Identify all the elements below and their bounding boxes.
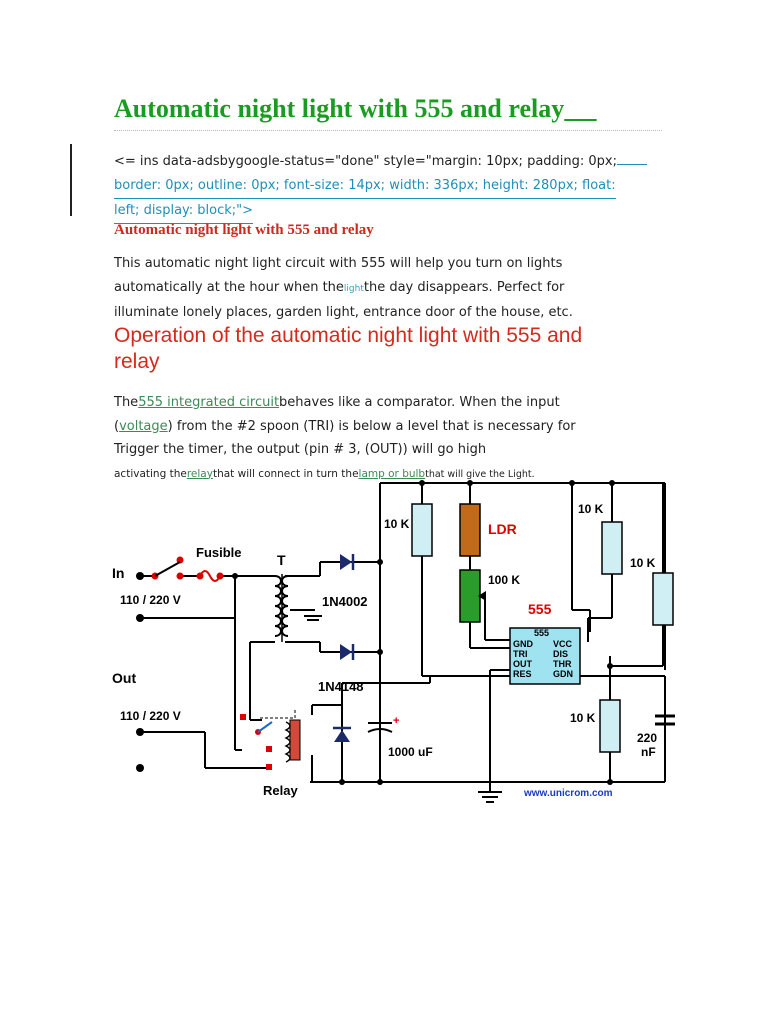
diode-flyback-label: 1N4148	[318, 679, 364, 694]
text-cursor-bar	[70, 144, 72, 216]
pin-gdn: GDN	[553, 669, 573, 679]
fusible-label: Fusible	[196, 545, 242, 560]
r4-label: 10 K	[570, 711, 596, 725]
r2-label: 10 K	[578, 502, 604, 516]
ad-code-snippet: <= ins data-adsbygoogle-status="done" st…	[114, 150, 674, 224]
pin-res: RES	[513, 669, 532, 679]
in-voltage-label: 110 / 220 V	[120, 593, 181, 607]
transformer-label: T	[277, 552, 286, 568]
page-title: Automatic night light with 555 and relay	[114, 94, 662, 131]
in-label: In	[112, 565, 124, 581]
diode-bridge-label: 1N4002	[322, 594, 368, 609]
out-voltage-label: 110 / 220 V	[120, 709, 181, 723]
r1-label: 10 K	[384, 517, 410, 531]
pin-dis: DIS	[553, 649, 568, 659]
cap-nf-label: nF	[641, 745, 656, 759]
watermark-text: www.unicrom.com	[523, 788, 613, 799]
light-link[interactable]: light	[343, 283, 364, 294]
relay-link[interactable]: relay	[186, 467, 213, 480]
r3-label: 10 K	[630, 556, 656, 570]
cap-1000uf-label: 1000 uF	[388, 745, 433, 759]
title-text: Automatic night light with 555 and relay	[114, 94, 565, 123]
intro-paragraph: This automatic night light circuit with …	[114, 256, 573, 320]
operation-paragraph: The555 integrated circuitbehaves like a …	[114, 395, 576, 480]
code-line-1: <= ins data-adsbygoogle-status="done" st…	[114, 150, 648, 174]
section-heading: Operation of the automatic night light w…	[114, 324, 583, 373]
code-line-2[interactable]: border: 0px; outline: 0px; font-size: 14…	[114, 174, 616, 199]
pin-tri: TRI	[513, 649, 528, 659]
pot-label: 100 K	[488, 573, 520, 587]
pin-thr: THR	[553, 659, 572, 669]
subheading: Automatic night light with 555 and relay	[114, 222, 374, 238]
pin-gnd: GND	[513, 639, 534, 649]
cap-220-label: 220	[637, 731, 657, 745]
ic-inner-label: 555	[534, 628, 549, 638]
ic-555-body	[509, 627, 581, 685]
relay-label: Relay	[263, 783, 298, 798]
ic-555-label: 555	[528, 601, 552, 617]
lamp-link[interactable]: lamp or bulb	[358, 467, 426, 480]
code-line-3[interactable]: left; display: block;">	[114, 199, 254, 224]
circuit-schematic: + Fusible T In 110 / 220 V Out 110 / 220…	[112, 480, 675, 803]
ic555-link[interactable]: 555 integrated circuit	[138, 395, 280, 410]
out-label: Out	[112, 670, 136, 686]
svg-text:+: +	[393, 715, 399, 727]
pin-out: OUT	[513, 659, 533, 669]
pin-vcc: VCC	[553, 639, 573, 649]
voltage-link[interactable]: voltage	[119, 418, 168, 434]
ldr-label: LDR	[488, 521, 517, 537]
